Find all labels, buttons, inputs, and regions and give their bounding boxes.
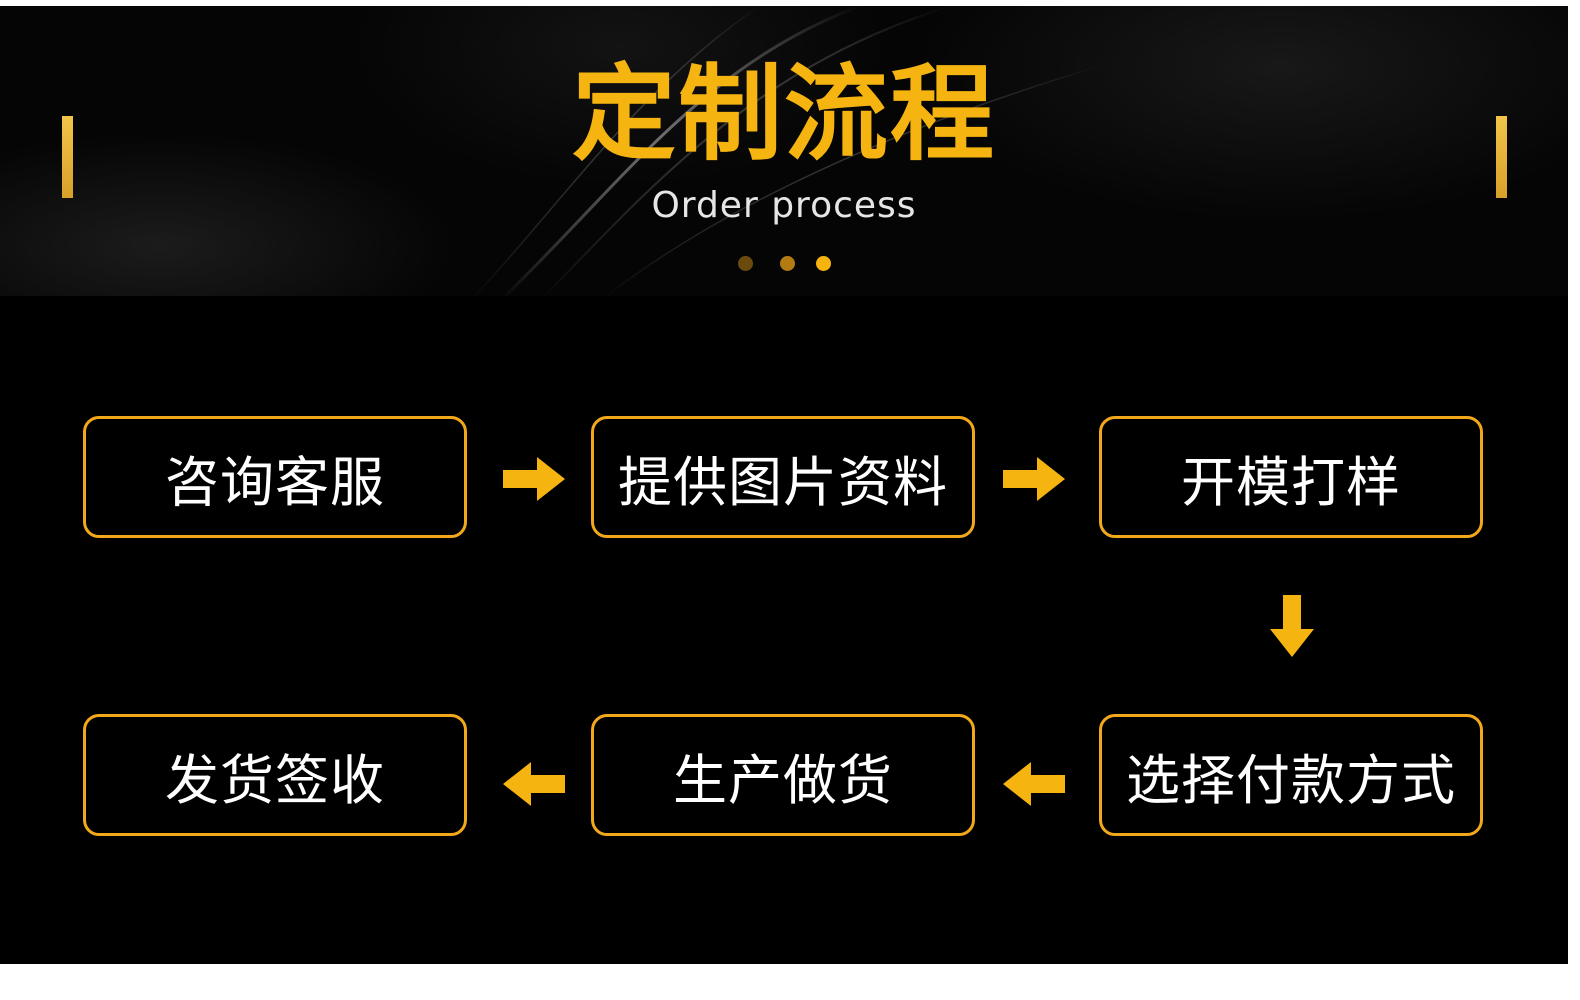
step-label: 选择付款方式 [1126, 748, 1456, 812]
page-title: 定制流程 [571, 53, 996, 175]
silk-swoosh-decoration [473, 6, 1101, 296]
dots-decoration [736, 254, 836, 274]
arrow-right-icon [503, 457, 565, 501]
header-background [0, 6, 1568, 296]
step-box-payment: 选择付款方式 [1099, 714, 1483, 836]
step-label: 发货签收 [165, 748, 385, 812]
step-box-sample: 开模打样 [1099, 416, 1483, 538]
dot-icon [816, 256, 831, 271]
step-label: 开模打样 [1181, 450, 1401, 514]
step-box-provide-materials: 提供图片资料 [591, 416, 975, 538]
dot-icon [738, 256, 753, 271]
step-box-consult: 咨询客服 [83, 416, 467, 538]
step-label: 咨询客服 [165, 450, 385, 514]
step-label: 生产做货 [673, 748, 893, 812]
left-accent-bar [62, 116, 73, 198]
page-subtitle: Order process [651, 185, 917, 226]
arrow-down-icon [1270, 595, 1314, 657]
step-box-production: 生产做货 [591, 714, 975, 836]
dot-icon [780, 256, 795, 271]
process-banner: 定制流程 Order process 咨询客服 提供图片资料 开模打样 发货签收… [0, 6, 1568, 964]
arrow-left-icon [503, 762, 565, 806]
right-accent-bar [1496, 116, 1507, 198]
arrow-left-icon [1003, 762, 1065, 806]
step-label: 提供图片资料 [618, 450, 948, 514]
step-box-shipping: 发货签收 [83, 714, 467, 836]
arrow-right-icon [1003, 457, 1065, 501]
